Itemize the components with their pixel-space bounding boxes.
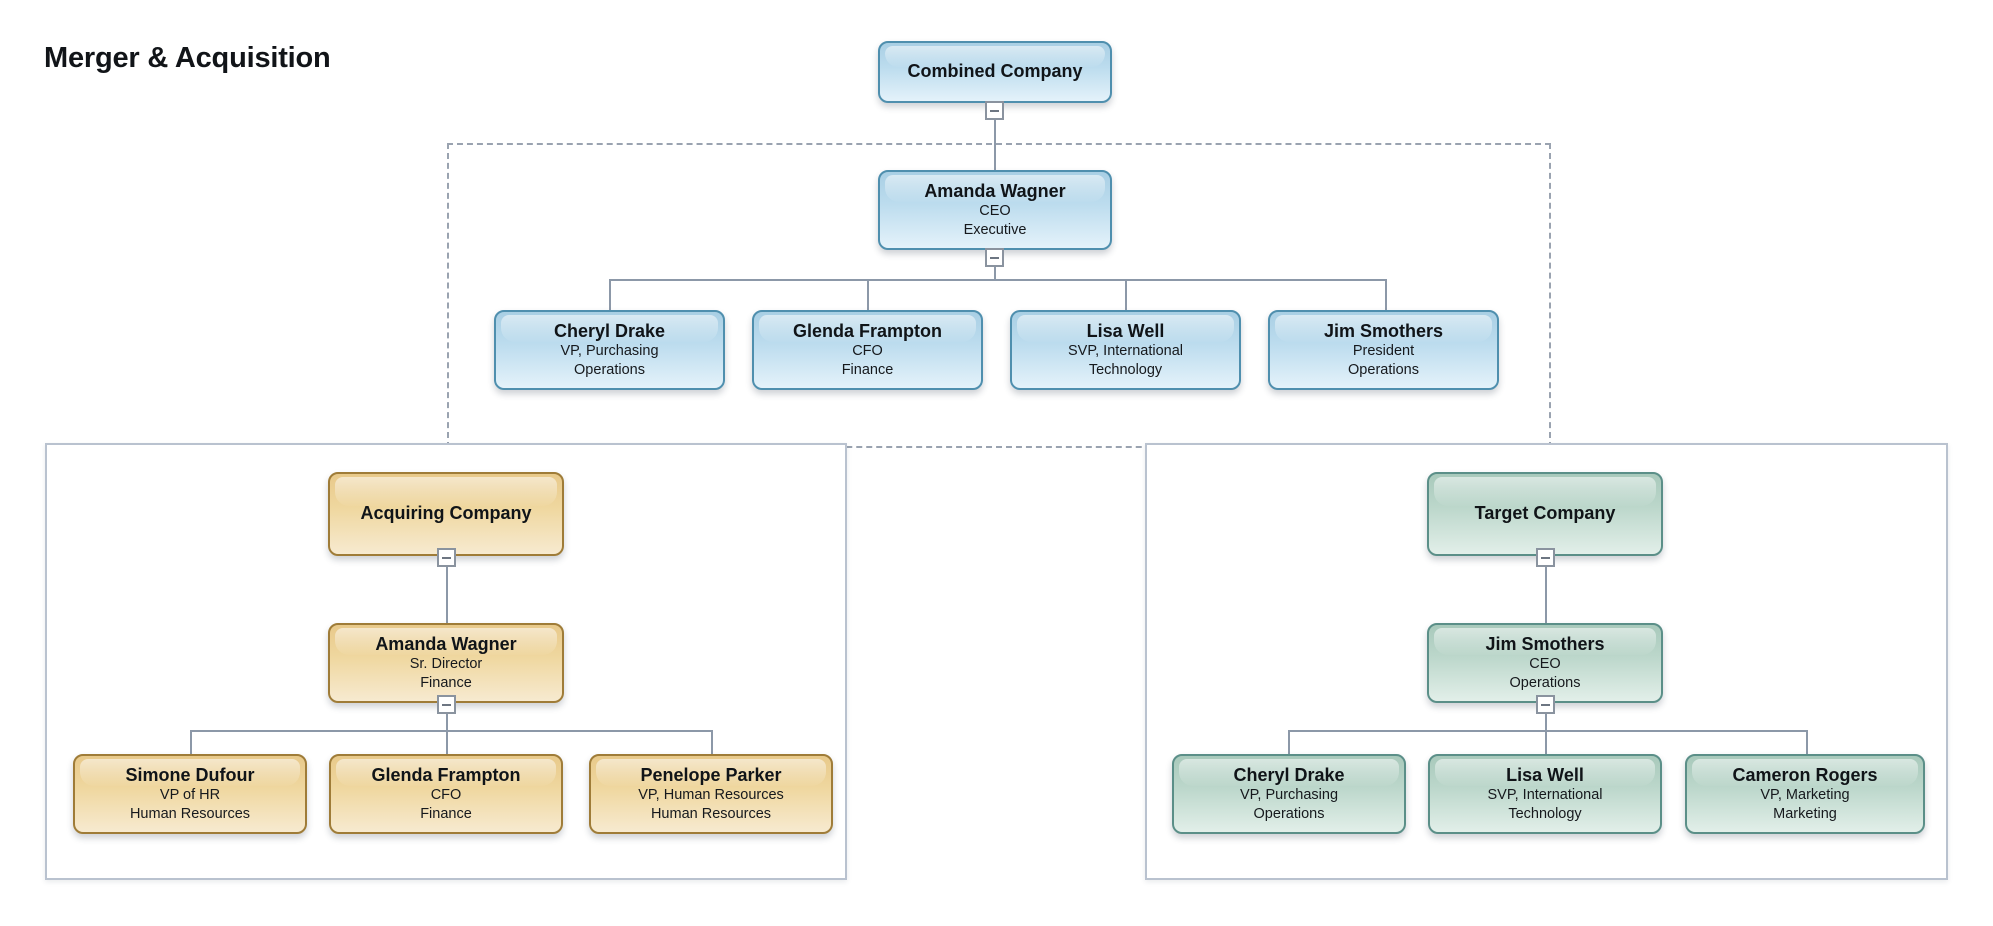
connector-target-head-drop [1545,705,1547,730]
node-name: Simone Dufour [125,764,255,785]
connector-target-bus [1288,730,1806,732]
node-name: Target Company [1474,503,1616,524]
node-department: Technology [1088,361,1163,378]
node-department: Finance [420,674,472,691]
node-name: Penelope Parker [640,764,782,785]
node-department: Finance [420,805,472,822]
node-department: Executive [963,221,1027,238]
node-name: Jim Smothers [1485,633,1605,654]
node-department: Operations [574,361,645,378]
collapse-toggle-acquiring-head[interactable] [437,695,456,714]
minus-icon [442,556,451,559]
node-combined-company[interactable]: Combined Company [878,41,1112,103]
node-name: Amanda Wagner [924,180,1066,201]
connector-acquiring-head-drop [446,705,448,730]
node-target-head[interactable]: Jim Smothers CEO Operations [1427,623,1663,703]
node-title: VP, Purchasing [560,343,659,360]
node-name: Glenda Frampton [371,764,521,785]
combined-company-group [447,143,1551,448]
node-department: Human Resources [650,805,772,822]
node-title: VP, Marketing [1760,787,1850,804]
node-combined-report-2[interactable]: Glenda Frampton CFO Finance [752,310,983,390]
node-target-report-1[interactable]: Cheryl Drake VP, Purchasing Operations [1172,754,1406,834]
node-acquiring-report-2[interactable]: Glenda Frampton CFO Finance [329,754,563,834]
collapse-toggle-combined-ceo[interactable] [985,248,1004,267]
minus-icon [1541,703,1550,706]
node-department: Operations [1348,361,1419,378]
node-name: Amanda Wagner [375,633,517,654]
node-acquiring-company[interactable]: Acquiring Company [328,472,564,556]
node-title: VP, Purchasing [1239,787,1339,804]
node-name: Cameron Rogers [1732,764,1878,785]
node-combined-report-4[interactable]: Jim Smothers President Operations [1268,310,1499,390]
connector-bus-to-cheryl-drake-tgt [1288,730,1290,756]
minus-icon [442,703,451,706]
node-target-report-2[interactable]: Lisa Well SVP, International Technology [1428,754,1662,834]
node-title: SVP, International [1487,787,1603,804]
connector-bus-to-jim-smothers [1385,279,1387,312]
connector-bus-to-glenda-frampton [867,279,869,312]
connector-combined-root-to-ceo [994,112,996,172]
node-department: Finance [841,361,894,378]
connector-bus-to-cameron-rogers [1806,730,1808,756]
connector-acquiring-bus [190,730,711,732]
page-title: Merger & Acquisition [44,42,331,74]
node-department: Human Resources [129,805,251,822]
collapse-toggle-acquiring-company[interactable] [437,548,456,567]
node-title: SVP, International [1067,343,1183,360]
collapse-toggle-target-company[interactable] [1536,548,1555,567]
node-name: Jim Smothers [1323,320,1444,341]
node-name: Acquiring Company [360,503,532,524]
node-name: Lisa Well [1086,320,1165,341]
node-title: CEO [1529,656,1561,673]
minus-icon [990,256,999,259]
node-title: CFO [430,787,462,804]
connector-combined-bus [609,279,1387,281]
node-name: Cheryl Drake [553,320,666,341]
node-title: Sr. Director [409,656,483,673]
connector-target-root-to-head [1545,558,1547,625]
node-department: Technology [1508,805,1582,822]
connector-acquiring-root-to-head [446,558,448,625]
node-title: VP of HR [159,787,221,804]
minus-icon [1541,556,1550,559]
node-title: President [1352,343,1415,360]
connector-ceo-drop [994,258,996,279]
node-title: VP, Human Resources [638,787,784,804]
node-acquiring-report-1[interactable]: Simone Dufour VP of HR Human Resources [73,754,307,834]
node-combined-report-1[interactable]: Cheryl Drake VP, Purchasing Operations [494,310,725,390]
node-target-company[interactable]: Target Company [1427,472,1663,556]
node-target-report-3[interactable]: Cameron Rogers VP, Marketing Marketing [1685,754,1925,834]
node-title: CEO [979,203,1011,220]
connector-bus-to-lisa-well [1125,279,1127,312]
minus-icon [990,109,999,112]
connector-bus-to-lisa-well-tgt [1545,730,1547,756]
node-name: Cheryl Drake [1233,764,1345,785]
node-title: CFO [852,343,883,360]
node-name: Combined Company [907,61,1083,82]
node-department: Operations [1253,805,1325,822]
connector-bus-to-glenda-frampton-acq [446,730,448,756]
node-acquiring-report-3[interactable]: Penelope Parker VP, Human Resources Huma… [589,754,833,834]
connector-bus-to-cheryl-drake [609,279,611,312]
collapse-toggle-combined-company[interactable] [985,101,1004,120]
collapse-toggle-target-head[interactable] [1536,695,1555,714]
node-name: Lisa Well [1506,764,1584,785]
node-department: Marketing [1773,805,1837,822]
node-name: Glenda Frampton [792,320,942,341]
node-acquiring-head[interactable]: Amanda Wagner Sr. Director Finance [328,623,564,703]
connector-bus-to-simone-dufour [190,730,192,756]
node-combined-ceo[interactable]: Amanda Wagner CEO Executive [878,170,1112,250]
node-combined-report-3[interactable]: Lisa Well SVP, International Technology [1010,310,1241,390]
connector-bus-to-penelope-parker [711,730,713,756]
node-department: Operations [1509,674,1581,691]
